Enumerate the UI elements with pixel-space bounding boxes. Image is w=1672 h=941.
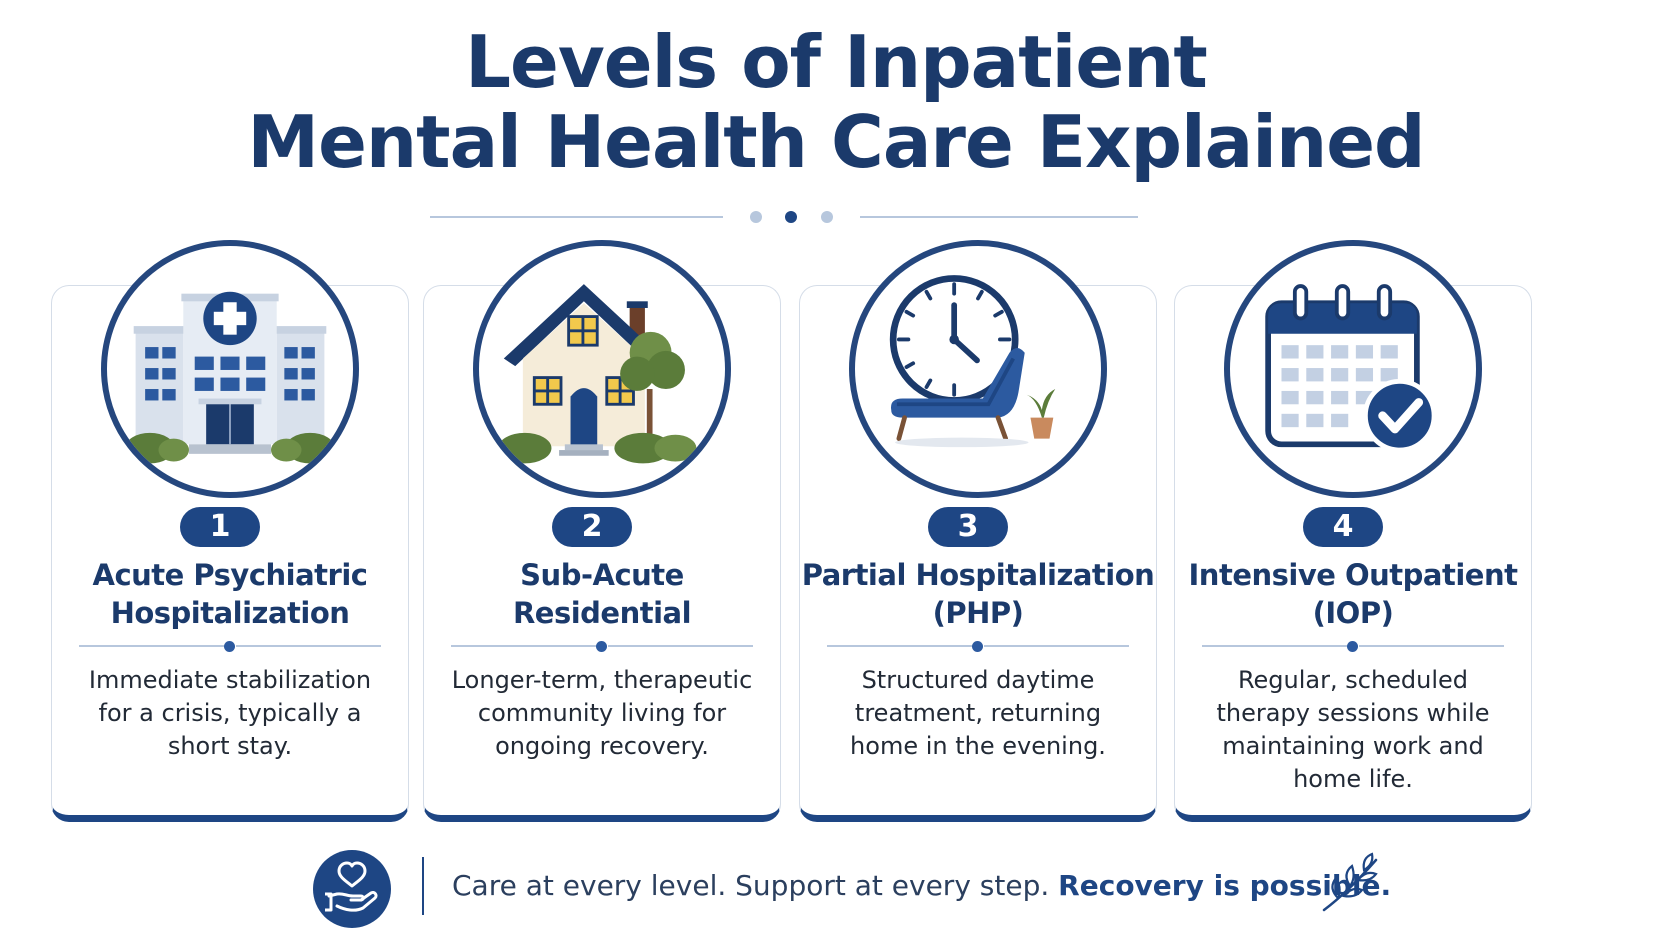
calendar-check-icon	[1224, 240, 1482, 498]
level-description-3: Structured daytime treatment, returning …	[850, 666, 1106, 760]
card-separator	[451, 640, 753, 652]
level-title-3: Partial Hospitalization (PHP)	[799, 556, 1157, 632]
card-separator	[79, 640, 381, 652]
level-title-4-line-2: (IOP)	[1312, 596, 1394, 630]
divider-line-right	[860, 216, 1138, 218]
page-title: Levels of Inpatient Mental Health Care E…	[0, 22, 1672, 182]
level-description-4: Regular, scheduled therapy sessions whil…	[1216, 666, 1490, 793]
level-title-1-line-1: Acute Psychiatric	[92, 558, 368, 592]
divider-dot	[750, 211, 762, 223]
level-description-2: Longer-term, therapeutic community livin…	[451, 666, 753, 760]
level-title-2-line-2: Residential	[512, 596, 692, 630]
divider-dot	[821, 211, 833, 223]
level-title-4-line-1: Intensive Outpatient	[1188, 558, 1518, 592]
level-description-1: Immediate stabilization for a crisis, ty…	[88, 666, 372, 760]
tagline-regular: Care at every level. Support at every st…	[452, 869, 1050, 902]
level-title-4: Intensive Outpatient (IOP)	[1174, 556, 1532, 632]
title-line-2: Mental Health Care Explained	[247, 100, 1425, 184]
footer-divider	[422, 857, 424, 915]
level-title-3-line-2: (PHP)	[932, 596, 1024, 630]
level-badge-1: 1	[180, 507, 260, 547]
clock-chair-icon	[849, 240, 1107, 498]
divider-dot-active	[785, 211, 797, 223]
card-separator	[827, 640, 1129, 652]
title-line-1: Levels of Inpatient	[465, 20, 1208, 104]
level-badge-3: 3	[928, 507, 1008, 547]
footer-tagline: Care at every level. Support at every st…	[452, 866, 1391, 906]
level-title-3-line-1: Partial Hospitalization	[801, 558, 1155, 592]
leaf-sprig-icon	[1322, 852, 1378, 912]
level-title-2-line-1: Sub-Acute	[520, 558, 684, 592]
title-divider	[0, 210, 1672, 224]
level-title-1-line-2: Hospitalization	[110, 596, 350, 630]
divider-line-left	[430, 216, 723, 218]
house-icon	[473, 240, 731, 498]
heart-hand-icon	[313, 850, 391, 928]
hospital-icon	[101, 240, 359, 498]
level-title-1: Acute Psychiatric Hospitalization	[51, 556, 409, 632]
level-badge-4: 4	[1303, 507, 1383, 547]
level-badge-2: 2	[552, 507, 632, 547]
level-title-2: Sub-Acute Residential	[423, 556, 781, 632]
card-separator	[1202, 640, 1504, 652]
